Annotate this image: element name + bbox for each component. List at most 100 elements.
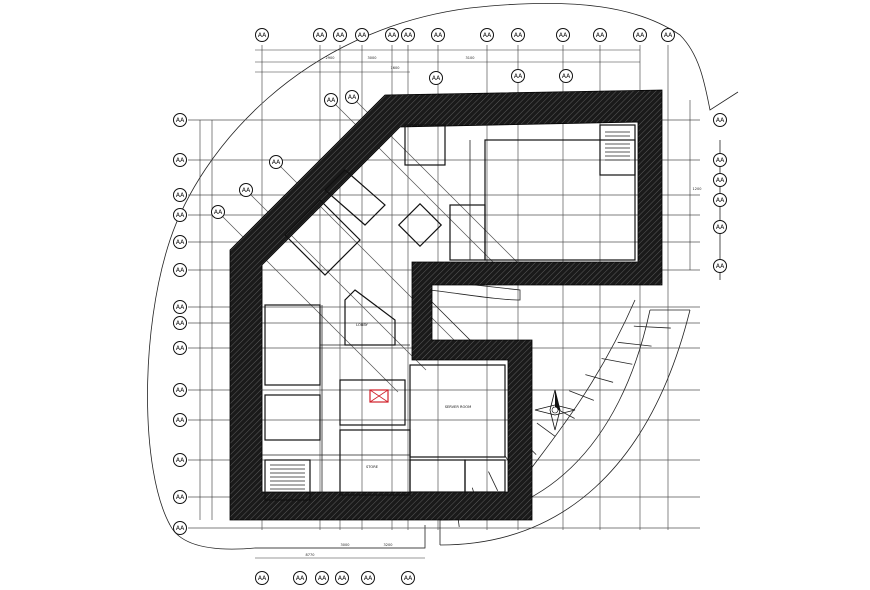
svg-text:AA: AA [404,575,413,582]
grid-bubble-top-2: AA [333,28,347,42]
grid-bubble-diag-3: AA [239,183,253,197]
dimension-strings: 2900 3000 1600 3100 8770 3000 3200 1200 [199,49,701,559]
grid-bubble-left-2: AA [173,188,187,202]
grid-bubble-top-0: AA [255,28,269,42]
dim-text-7: 3200 [384,543,393,547]
svg-text:AA: AA [176,387,185,394]
grid-bubble-top-3: AA [355,28,369,42]
grid-bubble-left-7: AA [173,316,187,330]
svg-text:AA: AA [176,457,185,464]
svg-text:AA: AA [596,32,605,39]
vertical-gridlines [217,45,669,530]
svg-text:AA: AA [176,267,185,274]
grid-bubble-left-0: AA [173,113,187,127]
grid-bubbles: AA AA AA AA AA AA AA AA AA AA AA AA AA AA AA AA AA AA AA AA… [173,28,727,585]
grid-bubble-top-5: AA [401,28,415,42]
svg-text:AA: AA [272,159,281,166]
grid-bubble-left-11: AA [173,453,187,467]
svg-text:AA: AA [404,32,413,39]
grid-bubble-right-0: AA [713,113,727,127]
grid-bubble-diag-5: AA [429,71,443,85]
grid-bubble-right-4: AA [713,220,727,234]
svg-text:AA: AA [214,209,223,216]
dim-text-5: 8770 [306,553,315,557]
room-label-lobby: LOBBY [356,323,368,327]
grid-bubble-left-13: AA [173,521,187,535]
svg-text:AA: AA [176,417,185,424]
grid-bubble-right-3: AA [713,193,727,207]
svg-text:AA: AA [176,494,185,501]
dim-text-1: 2900 [326,56,335,60]
grid-bubble-right-2: AA [713,173,727,187]
grid-bubble-left-12: AA [173,490,187,504]
svg-text:AA: AA [348,94,357,101]
grid-bubble-diag-6: AA [511,69,525,83]
svg-text:AA: AA [514,32,523,39]
grid-bubble-bottom-3: AA [335,571,349,585]
interior-partitions [262,124,636,501]
grid-bubble-diag-2: AA [269,155,283,169]
grid-bubble-left-1: AA [173,153,187,167]
site-boundary [147,2,739,526]
grid-bubble-top-4: AA [385,28,399,42]
stair-icon [270,131,630,494]
courtyard-curve [429,279,521,301]
svg-text:AA: AA [664,32,673,39]
lift-icon [369,389,389,403]
grid-bubble-right-1: AA [713,153,727,167]
grid-bubble-bottom-4: AA [361,571,375,585]
svg-text:AA: AA [258,32,267,39]
grid-bubble-left-3: AA [173,208,187,222]
svg-text:AA: AA [176,345,185,352]
svg-text:AA: AA [716,197,725,204]
dim-text-6: 3000 [341,543,350,547]
grid-bubble-left-8: AA [173,341,187,355]
grid-bubble-top-6: AA [431,28,445,42]
svg-text:AA: AA [176,304,185,311]
grid-bubble-top-11: AA [633,28,647,42]
grid-bubble-bottom-1: AA [293,571,307,585]
grid-bubble-top-9: AA [556,28,570,42]
svg-text:AA: AA [296,575,305,582]
svg-text:AA: AA [176,320,185,327]
svg-text:AA: AA [514,73,523,80]
svg-text:AA: AA [716,117,725,124]
grid-bubble-diag-4: AA [211,205,225,219]
svg-text:AA: AA [364,575,373,582]
svg-text:AA: AA [483,32,492,39]
dim-text-2: 3000 [368,56,377,60]
svg-text:AA: AA [176,192,185,199]
svg-text:AA: AA [176,525,185,532]
svg-text:AA: AA [242,187,251,194]
svg-text:AA: AA [388,32,397,39]
dim-text-4: 3100 [466,56,475,60]
room-label-server-room: SERVER ROOM [445,405,471,409]
grid-bubble-right-5: AA [713,259,727,273]
grid-bubble-diag-1: AA [345,90,359,104]
svg-text:AA: AA [716,157,725,164]
grid-bubble-diag-7: AA [559,69,573,83]
svg-text:AA: AA [258,575,267,582]
svg-text:AA: AA [358,32,367,39]
svg-text:AA: AA [559,32,568,39]
grid-bubble-top-10: AA [593,28,607,42]
grid-bubble-top-8: AA [511,28,525,42]
grid-bubble-bottom-2: AA [315,571,329,585]
svg-text:AA: AA [636,32,645,39]
grid-bubble-left-5: AA [173,263,187,277]
svg-text:AA: AA [562,73,571,80]
grid-bubble-top-7: AA [480,28,494,42]
svg-text:AA: AA [716,224,725,231]
svg-text:AA: AA [434,32,443,39]
grid-bubble-top-1: AA [313,28,327,42]
svg-text:AA: AA [176,239,185,246]
north-arrow-icon [534,389,576,431]
grid-bubble-bottom-5: AA [401,571,415,585]
grid-bubble-diag-0: AA [324,93,338,107]
svg-text:AA: AA [318,575,327,582]
svg-text:AA: AA [716,177,725,184]
svg-text:AA: AA [336,32,345,39]
svg-text:AA: AA [338,575,347,582]
grid-bubble-left-9: AA [173,383,187,397]
